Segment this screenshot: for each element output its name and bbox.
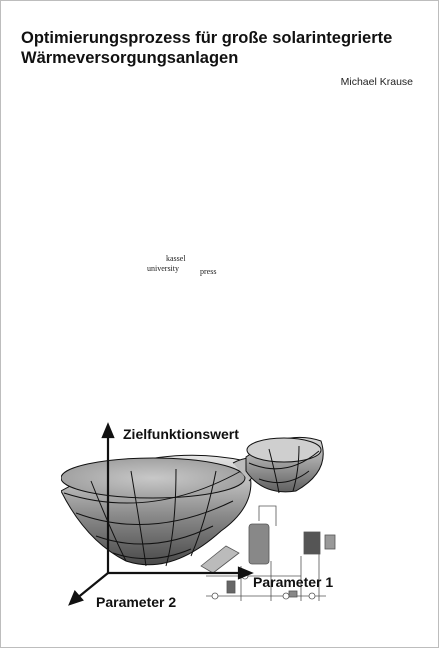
axis-z-label: Zielfunktionswert [123,426,239,442]
publisher-logo: kassel university press [147,254,227,280]
axis-y-line [75,572,109,600]
storage-tank-icon [248,523,270,565]
solar-collector-icon [200,545,240,574]
axes [68,422,254,606]
objective-surface [61,436,324,567]
axis-z-arrow-icon [101,422,115,439]
axis-x-label: Parameter 1 [253,574,334,590]
optimization-illustration [61,422,336,606]
axis-y-arrow-icon [68,589,84,606]
logo-university: university [147,264,179,273]
axis-y-label: Parameter 2 [96,594,177,610]
title-line-1: Optimierungsprozess für große solarinteg… [21,29,393,47]
author-name: Michael Krause [340,76,413,88]
axis-x-arrow-icon [237,566,254,580]
logo-kassel: kassel [166,254,186,263]
logo-press: press [200,267,217,276]
system-schematic [200,505,336,601]
book-title: Optimierungsprozess für große solarinteg… [21,28,421,68]
heat-exchanger-icon [303,531,321,555]
title-line-2: Wärmeversorgungsanlagen [21,49,239,67]
